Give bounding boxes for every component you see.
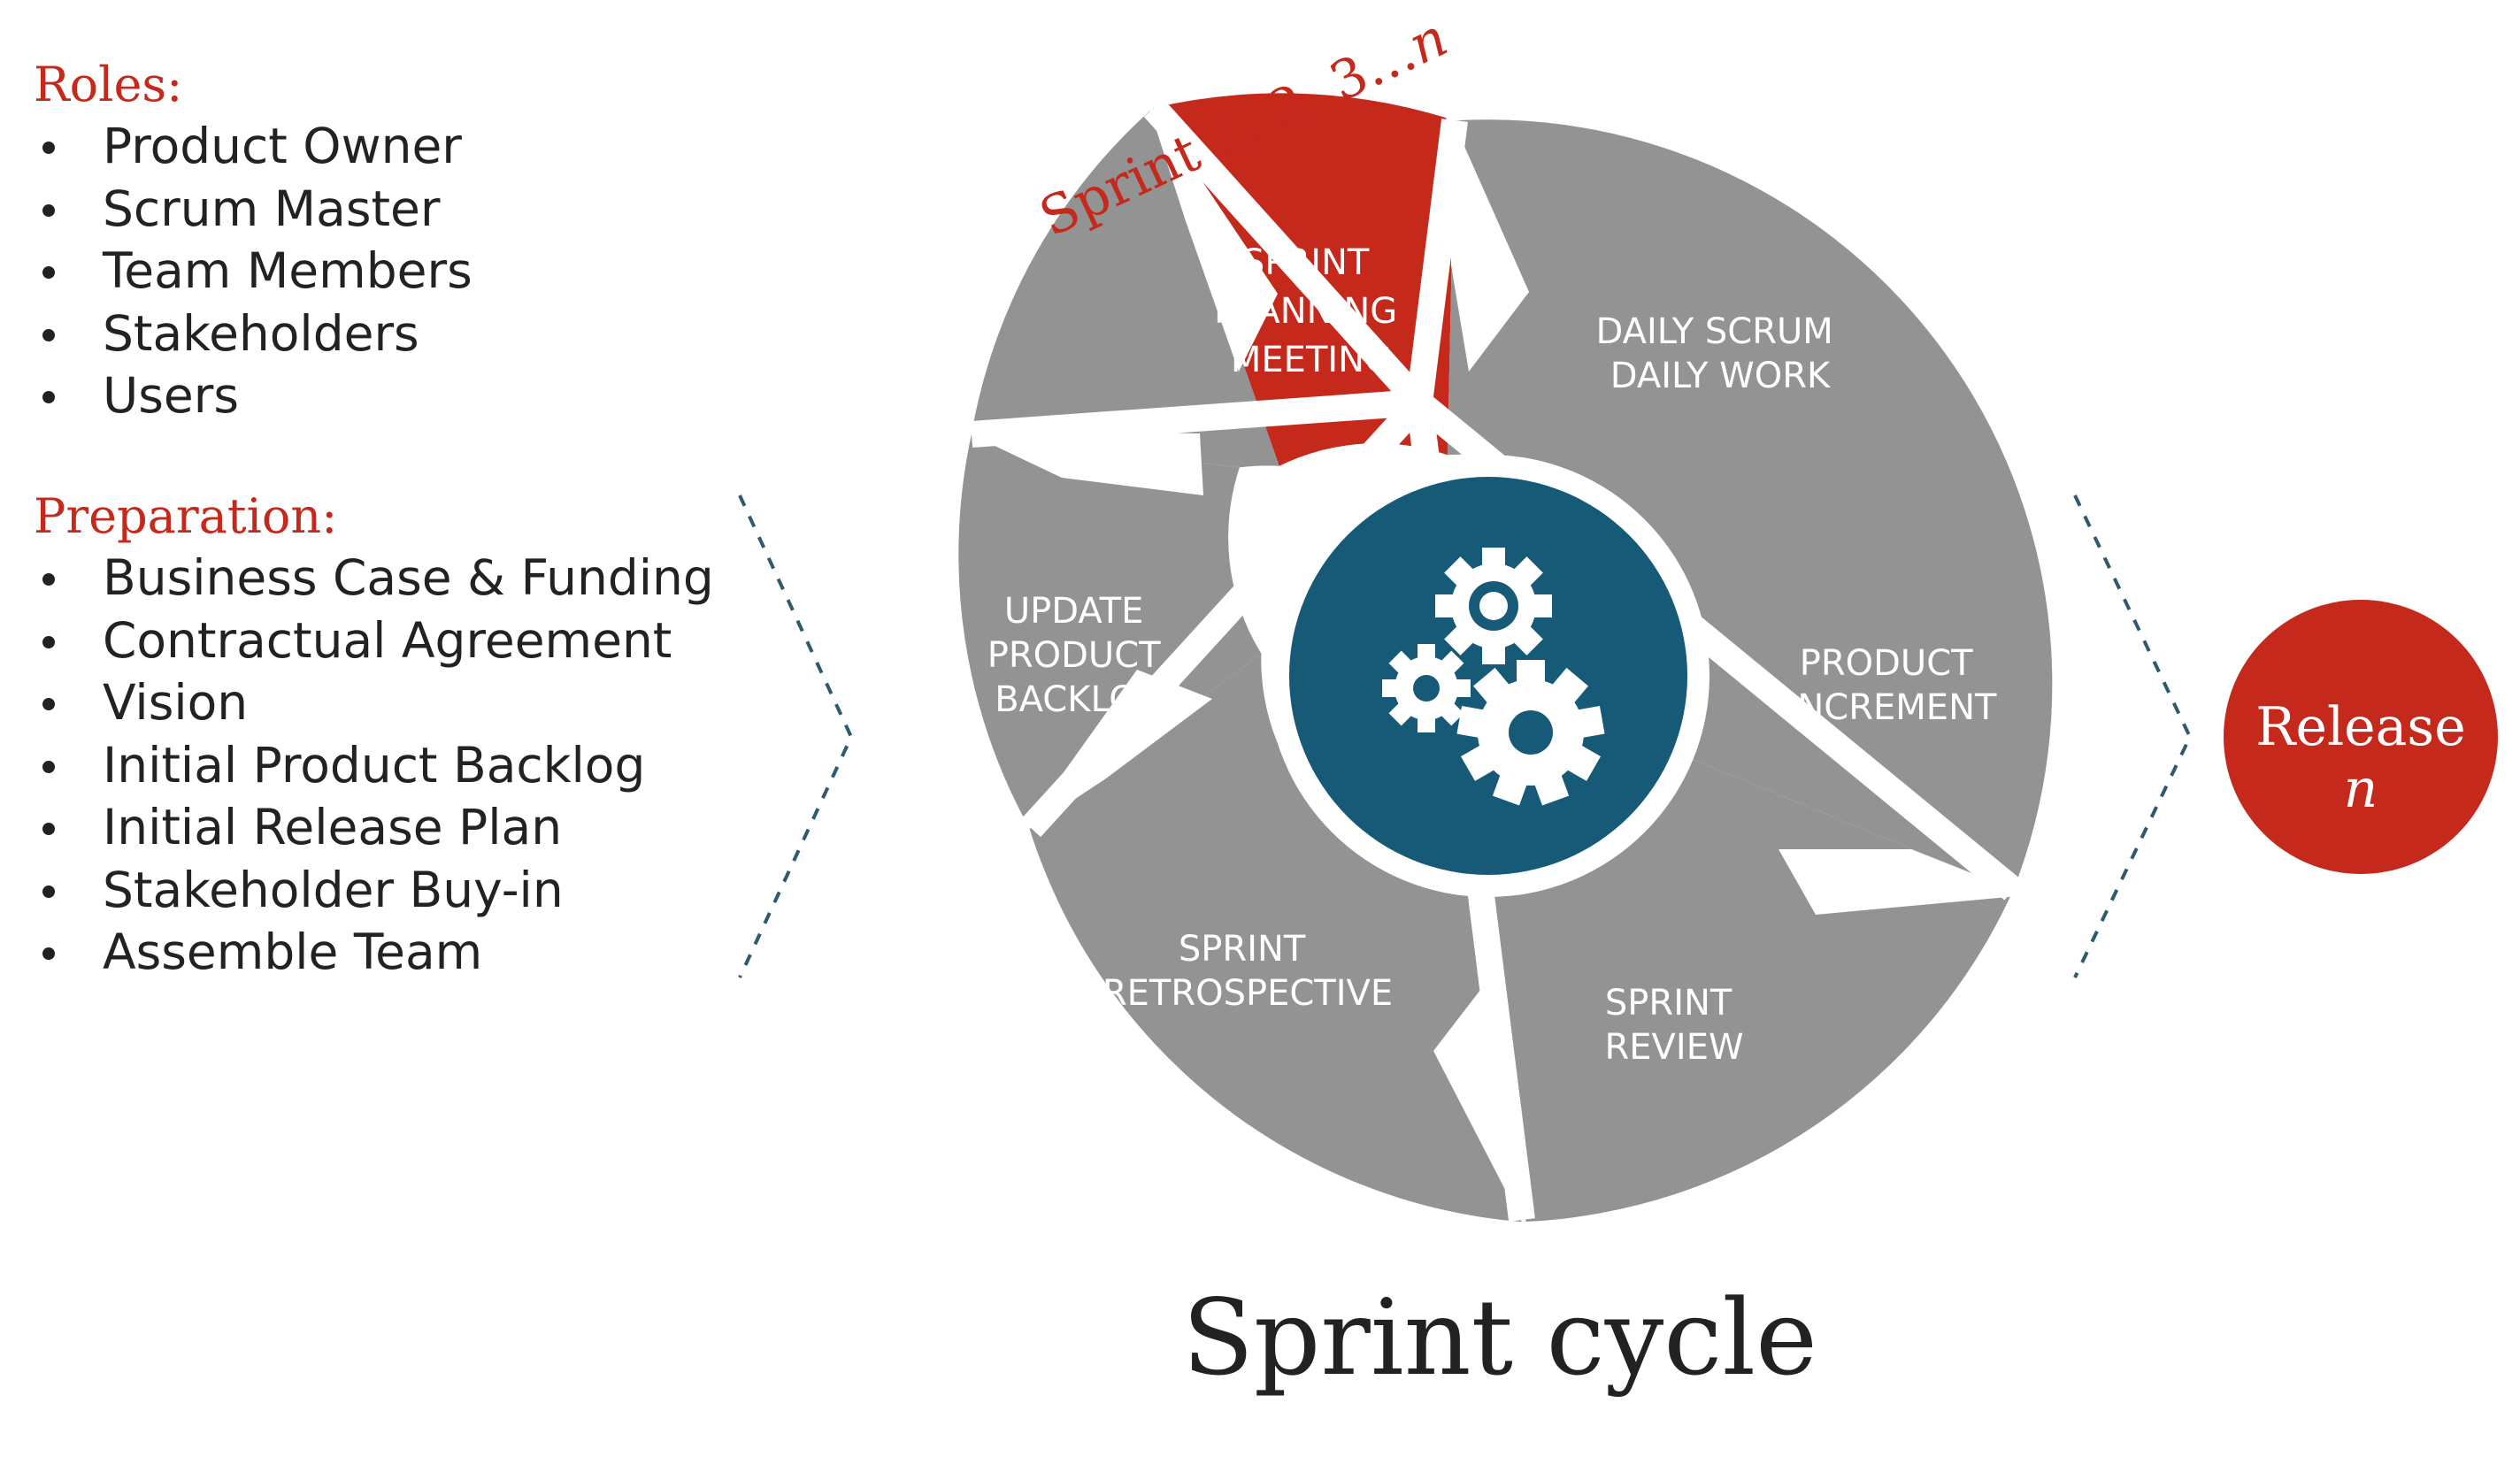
segment-notches: [957, 97, 2027, 1234]
preparation-list: Business Case & Funding Contractual Agre…: [34, 547, 714, 984]
preparation-item: Vision: [34, 671, 714, 734]
gears-icon: [1382, 548, 1605, 806]
release-n-label: n: [2344, 758, 2378, 820]
roles-item: Scrum Master: [34, 178, 472, 241]
preparation-heading: Preparation:: [34, 488, 338, 544]
segment-label-planning: SPRINT PLANNING MEETING: [1214, 242, 1409, 380]
segment-label-backlog: UPDATE PRODUCT BACKLOG: [987, 591, 1172, 720]
roles-heading: Roles:: [34, 57, 183, 112]
preparation-item: Business Case & Funding: [34, 547, 714, 610]
cycle-ring: [958, 93, 2053, 1223]
release-circle: [2224, 600, 2498, 874]
dotted-chevron-right: [2073, 494, 2193, 978]
segment-label-retrospective: SPRINT RETROSPECTIVE: [1102, 929, 1393, 1014]
segment-sprint-retrospective: [1029, 653, 1523, 1223]
release-label: Release: [2255, 696, 2465, 758]
preparation-item: Assemble Team: [34, 921, 714, 984]
roles-section: Roles: Product Owner Scrum Master Team M…: [34, 58, 472, 427]
roles-item: Stakeholders: [34, 303, 472, 365]
roles-item: Users: [34, 364, 472, 427]
segment-sprint-planning: [971, 108, 1279, 468]
roles-item: Team Members: [34, 240, 472, 303]
preparation-section: Preparation: Business Case & Funding Con…: [34, 490, 714, 984]
preparation-item: Stakeholder Buy-in: [34, 859, 714, 922]
segment-product-increment: [1447, 119, 2053, 891]
diagram-title: Sprint cycle: [1182, 1276, 1817, 1399]
segment-daily-scrum: [1153, 93, 1456, 466]
preparation-item: Contractual Agreement: [34, 610, 714, 672]
preparation-item: Initial Product Backlog: [34, 734, 714, 797]
segment-update-product-backlog: [958, 435, 1262, 829]
segment-label-daily: DAILY SCRUM DAILY WORK: [1596, 311, 1845, 396]
roles-item: Product Owner: [34, 115, 472, 178]
preparation-item: Initial Release Plan: [34, 796, 714, 859]
dotted-chevron-left: [738, 494, 854, 978]
roles-list: Product Owner Scrum Master Team Members …: [34, 115, 472, 427]
segment-label-review: SPRINT REVIEW: [1604, 983, 1743, 1068]
segment-label-increment: PRODUCT INCREMENT: [1787, 643, 1997, 728]
